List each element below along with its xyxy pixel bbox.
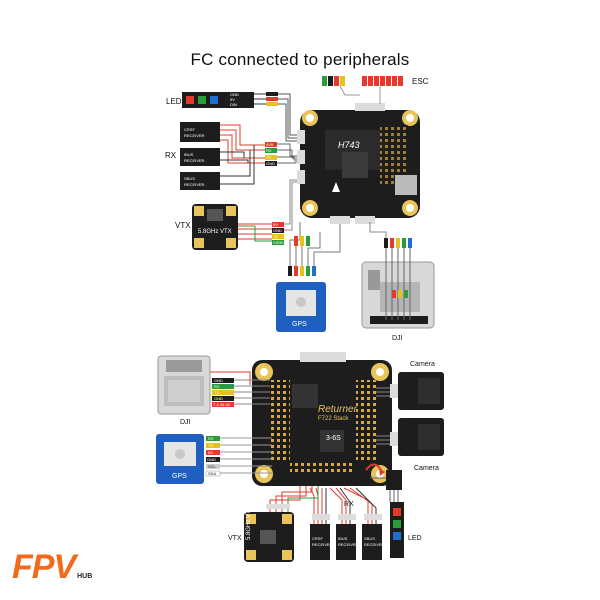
camera-label-1: Camera — [410, 361, 435, 368]
svg-text:SDA: SDA — [208, 471, 217, 476]
camera-label-2: Camera — [414, 465, 439, 472]
svg-text:SBUS: SBUS — [184, 176, 195, 181]
svg-text:IBUS: IBUS — [184, 152, 194, 157]
svg-text:5V: 5V — [273, 222, 278, 227]
svg-text:TX: TX — [273, 234, 278, 239]
logo-hub: HUB — [77, 573, 93, 580]
bottom-fc-brand: Returner — [318, 404, 358, 415]
top-vtx-board: 5.8GHz VTX — [192, 204, 238, 250]
bottom-vtx-text: 5.8GHz VTX — [246, 506, 252, 540]
esc-connector — [322, 76, 403, 86]
svg-text:GND: GND — [273, 228, 282, 233]
svg-text:RECEIVER: RECEIVER — [338, 542, 359, 547]
svg-text:RECEIVER: RECEIVER — [184, 182, 205, 187]
camera-1 — [398, 372, 444, 410]
svg-text:TX: TX — [208, 443, 213, 448]
camera-2 — [398, 418, 444, 456]
top-gps-module: GPS — [276, 282, 326, 332]
svg-text:RX: RX — [266, 148, 272, 153]
top-dji-label: DJI — [392, 335, 403, 342]
svg-text:CRSF: CRSF — [312, 536, 323, 541]
svg-text:RECEIVER: RECEIVER — [184, 158, 205, 163]
bottom-receiver-sbus: SBUS RECEIVER — [362, 524, 385, 560]
logo-text: FPV — [12, 548, 76, 586]
svg-text:TX: TX — [266, 155, 271, 160]
bottom-receiver-crsf: CRSF RECEIVER — [310, 524, 333, 560]
svg-text:VIDEO: VIDEO — [273, 240, 285, 245]
svg-text:RECEIVER: RECEIVER — [364, 542, 385, 547]
led-pin-din: DIN — [230, 102, 237, 107]
svg-text:7.4-26.4V: 7.4-26.4V — [213, 402, 231, 407]
esc-label: ESC — [412, 77, 429, 86]
top-receiver-crsf: CRSF RECEIVER — [180, 122, 220, 142]
bottom-dji-label: DJI — [180, 419, 191, 426]
bottom-led-strip — [386, 470, 404, 558]
top-led-label: LED — [166, 97, 182, 106]
bottom-receiver-ibus: IBUS RECEIVER — [336, 524, 359, 560]
bottom-rx-label: RX — [344, 501, 354, 508]
top-rx-label: RX — [165, 151, 177, 160]
fc-chip-label: H743 — [338, 140, 360, 150]
top-receiver-ibus: IBUS RECEIVER — [180, 148, 220, 166]
svg-text:GND: GND — [214, 396, 223, 401]
svg-text:RX: RX — [208, 436, 214, 441]
bottom-flight-controller: Returner F722 Stack 3-6S — [252, 352, 392, 486]
bottom-gps-label: GPS — [172, 473, 187, 480]
svg-text:GND: GND — [207, 457, 216, 462]
bottom-led-label: LED — [408, 535, 422, 542]
top-vtx-text: 5.8GHz VTX — [198, 229, 232, 235]
led-pin-gnd: GND — [230, 92, 239, 97]
svg-text:RECEIVER: RECEIVER — [312, 542, 333, 547]
led-pin-5v: 5V — [230, 97, 235, 102]
svg-text:4V5: 4V5 — [266, 142, 274, 147]
svg-text:GND: GND — [266, 161, 275, 166]
bottom-fc-cell: 3-6S — [326, 435, 341, 442]
svg-text:CRSF: CRSF — [184, 127, 195, 132]
top-flight-controller: H743 — [297, 103, 420, 224]
top-vtx-label: VTX — [175, 221, 191, 230]
bottom-vtx-label: VTX — [228, 535, 242, 542]
svg-text:TX: TX — [214, 390, 219, 395]
svg-text:RECEIVER: RECEIVER — [184, 133, 205, 138]
bottom-vtx-board: 5.8GHz VTX — [244, 506, 294, 562]
svg-text:RX: RX — [214, 384, 220, 389]
svg-text:GND: GND — [214, 378, 223, 383]
bottom-gps-module: GPS — [156, 434, 204, 484]
svg-text:5V: 5V — [208, 450, 213, 455]
top-led-module — [182, 92, 254, 108]
svg-text:SCL: SCL — [208, 464, 217, 469]
top-receiver-sbus: SBUS RECEIVER — [180, 172, 220, 190]
svg-text:SBUS: SBUS — [364, 536, 375, 541]
bottom-fc-sub: F722 Stack — [318, 416, 349, 422]
page-title: FC connected to peripherals — [190, 50, 410, 69]
bottom-dji-module — [157, 355, 211, 415]
svg-text:IBUS: IBUS — [338, 536, 348, 541]
top-gps-label: GPS — [292, 321, 307, 328]
